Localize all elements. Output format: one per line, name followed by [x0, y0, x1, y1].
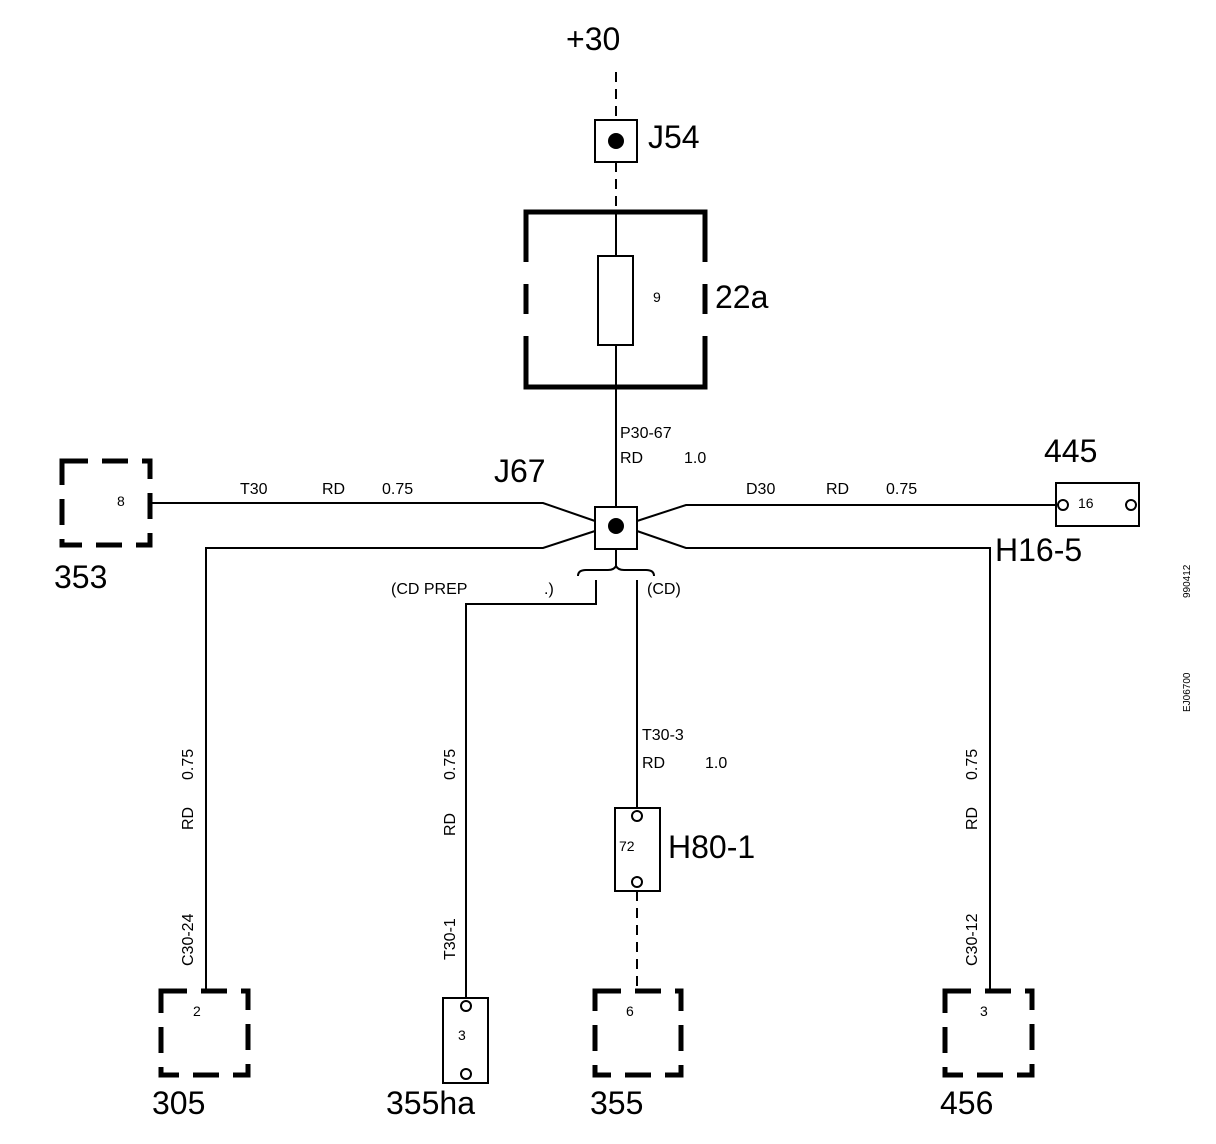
component-445-label: 445 — [1044, 433, 1097, 469]
junction-j54-label: J54 — [648, 119, 700, 155]
wire-t30-1 — [465, 580, 597, 1000]
junction-j54-dot — [608, 133, 624, 149]
connector-h80-1-pin: 72 — [619, 838, 635, 854]
wire-c30-12-color: RD — [964, 807, 981, 830]
component-445-pin: 16 — [1078, 495, 1094, 511]
wire-c30-24-id: C30-24 — [180, 913, 197, 966]
wire-d30-color: RD — [826, 481, 849, 498]
wire-p30-67-id: P30-67 — [620, 425, 672, 442]
component-355ha-label: 355ha — [386, 1085, 475, 1121]
wire-t30 — [152, 502, 596, 522]
wire-c30-24 — [205, 530, 596, 990]
wire-c30-12 — [636, 530, 991, 990]
wire-d30-id: D30 — [746, 481, 775, 498]
connector-h80-1-label: H80-1 — [668, 829, 755, 865]
wire-t30-color: RD — [322, 481, 345, 498]
component-445-pin-left — [1057, 499, 1069, 511]
variant-left-label: (CD PREP — [391, 581, 467, 598]
wire-t30-3-id: T30-3 — [642, 727, 684, 744]
wire-c30-24-size: 0.75 — [180, 749, 197, 780]
side-code-2: EJ06700 — [1182, 672, 1193, 712]
junction-j67-label: J67 — [494, 453, 546, 489]
fuse-element — [597, 255, 634, 346]
wire-t30-1-color: RD — [442, 813, 459, 836]
component-353-label: 353 — [54, 559, 107, 595]
variant-brace — [577, 563, 655, 577]
wire-t30-1-size: 0.75 — [442, 749, 459, 780]
side-code-1: 990412 — [1182, 564, 1193, 598]
wire-c30-12-size: 0.75 — [964, 749, 981, 780]
component-305-label: 305 — [152, 1085, 205, 1121]
variant-right-label: (CD) — [647, 581, 681, 598]
wire-t30-size: 0.75 — [382, 481, 413, 498]
wire-t30-3-size: 1.0 — [705, 755, 727, 772]
wire-t30-id: T30 — [240, 481, 268, 498]
component-456-label: 456 — [940, 1085, 993, 1121]
component-355-pin: 6 — [626, 1003, 634, 1019]
component-355ha-pin-bottom — [460, 1068, 472, 1080]
fuse-number: 9 — [653, 289, 661, 305]
wire-p30-67-color: RD — [620, 450, 643, 467]
component-353-pin: 8 — [117, 493, 125, 509]
component-355ha-pin-top — [460, 1000, 472, 1012]
wire-d30-size: 0.75 — [886, 481, 917, 498]
wire-d30 — [636, 504, 1058, 522]
component-355ha-pin: 3 — [458, 1027, 466, 1043]
wire-p30-67-size: 1.0 — [684, 450, 706, 467]
wire-t30-1-id: T30-1 — [442, 918, 459, 960]
wire-t30-3-color: RD — [642, 755, 665, 772]
junction-j67-dot — [608, 518, 624, 534]
connector-h80-1-pin-bottom — [631, 876, 643, 888]
component-353-box — [59, 458, 153, 548]
component-456-pin: 3 — [980, 1003, 988, 1019]
variant-left-close: .) — [544, 581, 554, 598]
component-445-connector-label: H16-5 — [995, 532, 1082, 568]
supply-label: +30 — [566, 21, 620, 57]
component-305-box — [158, 988, 251, 1078]
component-445-pin-right — [1125, 499, 1137, 511]
wire-c30-24-color: RD — [180, 807, 197, 830]
component-355-label: 355 — [590, 1085, 643, 1121]
component-305-pin: 2 — [193, 1003, 201, 1019]
wire-c30-12-id: C30-12 — [964, 913, 981, 966]
connector-h80-1-pin-top — [631, 810, 643, 822]
component-456-box — [942, 988, 1035, 1078]
fusebox-label: 22a — [715, 279, 769, 315]
component-355-box — [592, 988, 684, 1078]
